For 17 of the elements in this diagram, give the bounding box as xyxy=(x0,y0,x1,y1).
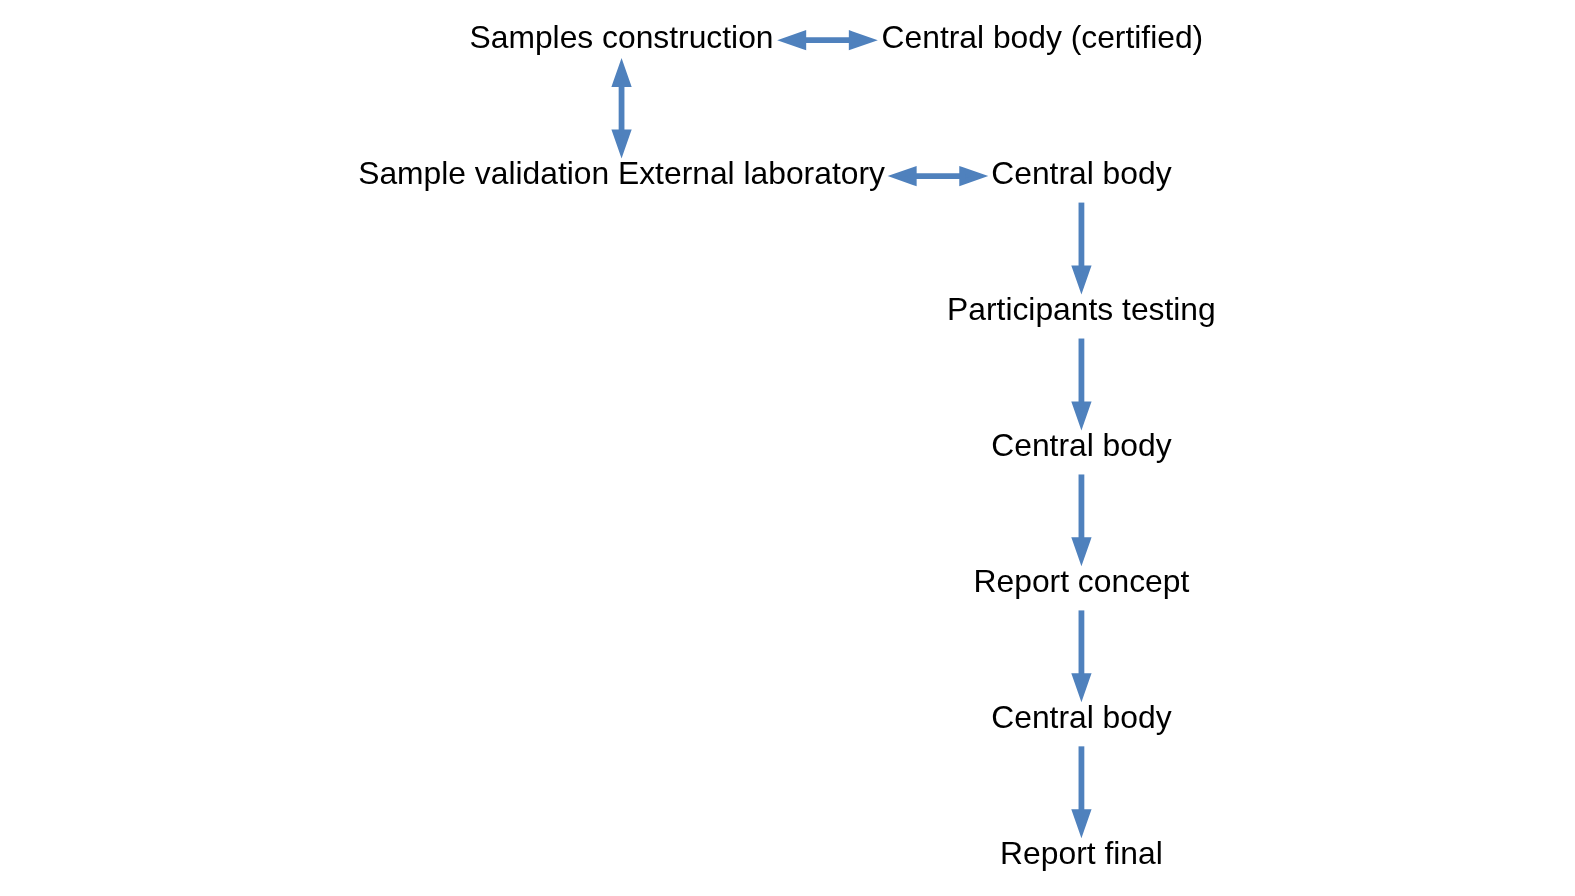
node-text: Report concept xyxy=(973,563,1190,600)
arrow xyxy=(777,30,878,51)
node-text: Report final xyxy=(1000,834,1163,871)
node-text: Participants testing xyxy=(947,291,1216,328)
node-text: Central body xyxy=(991,155,1172,192)
arrow xyxy=(887,165,989,187)
node-text: Sample validation External laboratory xyxy=(358,155,885,192)
arrow xyxy=(1071,746,1092,839)
arrow xyxy=(1071,202,1092,295)
node-text: Samples construction xyxy=(469,19,774,56)
arrow xyxy=(1071,338,1092,431)
node-text: Central body (certified) xyxy=(881,19,1204,56)
node-text: Central body xyxy=(991,698,1172,735)
arrow xyxy=(611,57,632,159)
arrow xyxy=(1071,610,1092,703)
arrow xyxy=(1071,474,1092,567)
node-text: Central body xyxy=(991,427,1172,464)
